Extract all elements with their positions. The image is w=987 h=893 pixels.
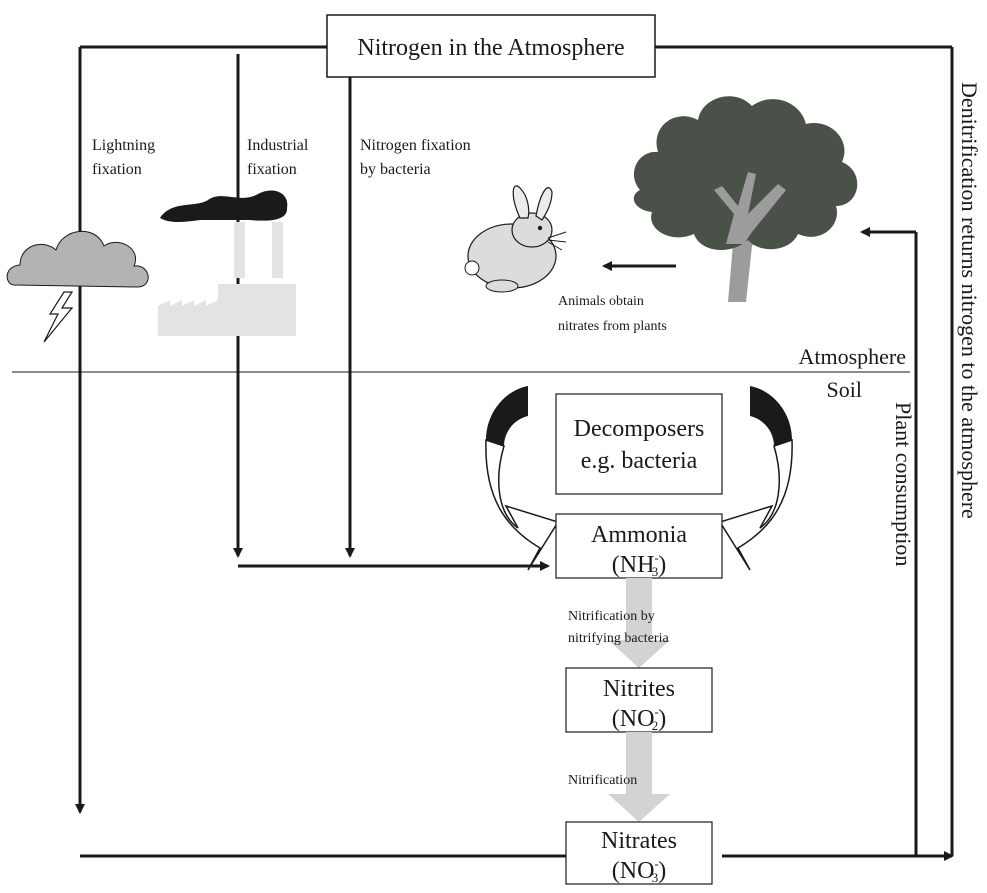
nitrification-1-line1: Nitrification by <box>568 609 655 624</box>
bacteria-label-line2: by bacteria <box>360 161 431 178</box>
right-curved-arrow-icon <box>718 386 793 571</box>
nitrates-box <box>565 821 713 885</box>
nitrites-label: Nitrites <box>603 676 675 702</box>
decomposers-label-line2: e.g. bacteria <box>581 448 698 474</box>
lightning-label-line2: fixation <box>92 161 142 178</box>
smoke-icon <box>160 190 288 222</box>
factory-icon <box>158 190 296 336</box>
bacteria-label-line1: Nitrogen fixation <box>360 137 471 154</box>
soil-label: Soil <box>827 377 862 402</box>
industrial-label-line1: Industrial <box>247 137 309 154</box>
nitrites-box <box>565 667 713 733</box>
animals-label-line1: Animals obtain <box>558 294 644 309</box>
decomposers-box <box>555 393 723 495</box>
rabbit-icon <box>464 185 567 293</box>
lightning-bolt-icon <box>43 291 74 343</box>
atmosphere-title-box <box>326 14 656 78</box>
atmosphere-label: Atmosphere <box>798 344 906 369</box>
nitrification-arrow-2 <box>608 732 670 822</box>
ammonia-formula: (NH-3) <box>612 550 667 579</box>
left-curved-arrow-icon <box>485 386 560 571</box>
ammonia-label: Ammonia <box>591 522 687 548</box>
decomposers-label-line1: Decomposers <box>574 416 705 442</box>
storm-cloud-icon <box>6 230 149 343</box>
atmosphere-title: Nitrogen in the Atmosphere <box>357 35 624 61</box>
lightning-label-line1: Lightning <box>92 137 155 154</box>
tree-icon <box>633 96 858 302</box>
nitrification-2-label: Nitrification <box>568 773 637 788</box>
industrial-label-line2: fixation <box>247 161 297 178</box>
nitrates-label: Nitrates <box>601 828 677 854</box>
plant-consumption-label: Plant consumption <box>891 402 916 566</box>
nitrification-arrow-1 <box>608 578 670 668</box>
nitrites-formula: (NO-2) <box>612 704 667 733</box>
nitrification-1-line2: nitrifying bacteria <box>568 631 669 646</box>
denitrification-label: Denitrification returns nitrogen to the … <box>957 82 982 519</box>
animals-label-line2: nitrates from plants <box>558 319 667 334</box>
nitrates-formula: (NO-3) <box>612 856 667 885</box>
